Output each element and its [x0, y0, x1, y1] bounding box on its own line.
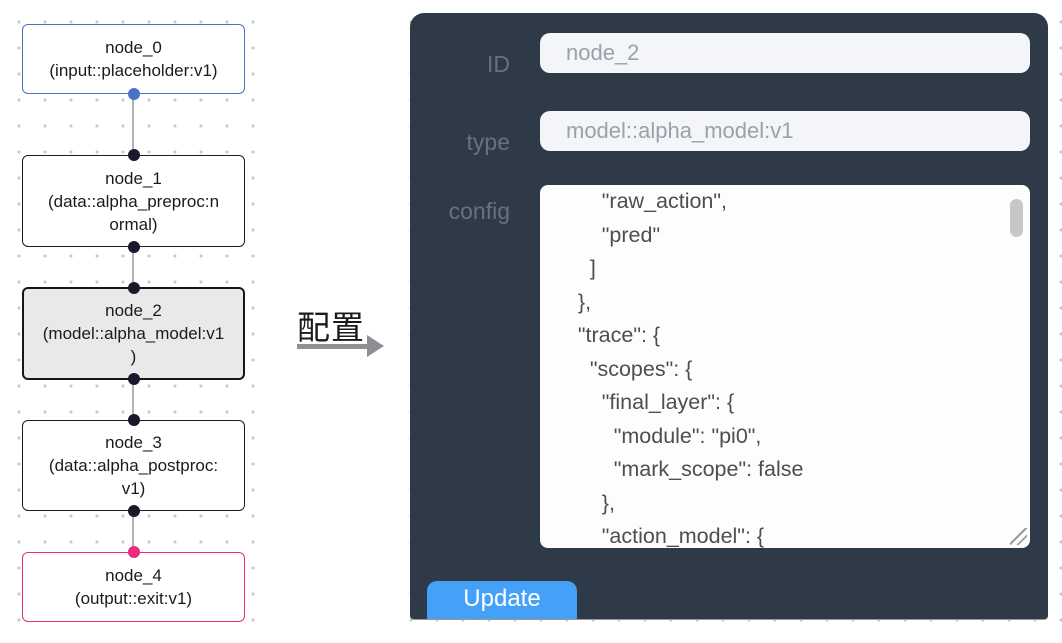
flow-node-node_4[interactable]: node_4 (output::exit:v1)	[22, 546, 245, 622]
edge-node1-node2[interactable]	[131, 247, 134, 288]
target-handle[interactable]	[127, 546, 140, 558]
target-handle[interactable]	[127, 149, 140, 161]
right-arrow-icon	[367, 335, 384, 357]
flow-node-node_1[interactable]: node_1 (data::alpha_preproc:n ormal)	[22, 149, 245, 253]
id-field-label: ID	[487, 51, 510, 77]
target-handle[interactable]	[127, 414, 140, 426]
source-handle[interactable]	[127, 373, 140, 385]
edge-node0-node1[interactable]	[131, 94, 134, 156]
configure-annotation-label: 配置	[297, 309, 365, 346]
scrollbar-thumb[interactable]	[1010, 199, 1023, 237]
node-config-panel: ID node_2 type model::alpha_model:v1 con…	[410, 13, 1048, 620]
node-label: node_4 (output::exit:v1)	[74, 566, 193, 608]
right-arrow-shaft	[297, 344, 369, 349]
update-button[interactable]: Update	[427, 581, 577, 619]
target-handle[interactable]	[127, 282, 140, 294]
source-handle[interactable]	[127, 241, 140, 253]
flow-node-node_3[interactable]: node_3 (data::alpha_postproc: v1)	[22, 414, 245, 517]
edge-node3-node4[interactable]	[131, 511, 134, 553]
flow-node-node_2[interactable]: node_2 (model::alpha_model:v1 )	[22, 282, 245, 385]
config-json-text: "raw_action", "pred" ] }, "trace": { "sc…	[577, 189, 804, 548]
id-input[interactable]: node_2	[540, 33, 1030, 73]
source-handle[interactable]	[127, 88, 140, 100]
type-field-label: type	[466, 129, 510, 155]
source-handle[interactable]	[127, 505, 140, 517]
type-input[interactable]: model::alpha_model:v1	[540, 111, 1030, 151]
node-label: node_0 (input::placeholder:v1)	[49, 38, 218, 80]
node-label: node_1 (data::alpha_preproc:n ormal)	[47, 168, 220, 234]
config-field-label: config	[448, 198, 510, 224]
config-textarea[interactable]: "raw_action", "pred" ] }, "trace": { "sc…	[540, 185, 1030, 548]
edge-node2-node3[interactable]	[131, 380, 134, 421]
node-label: node_3 (data::alpha_postproc: v1)	[48, 433, 219, 498]
flow-node-node_0[interactable]: node_0 (input::placeholder:v1)	[22, 24, 245, 100]
node-label: node_2 (model::alpha_model:v1 )	[42, 301, 225, 366]
resize-handle-icon[interactable]	[1010, 528, 1027, 545]
